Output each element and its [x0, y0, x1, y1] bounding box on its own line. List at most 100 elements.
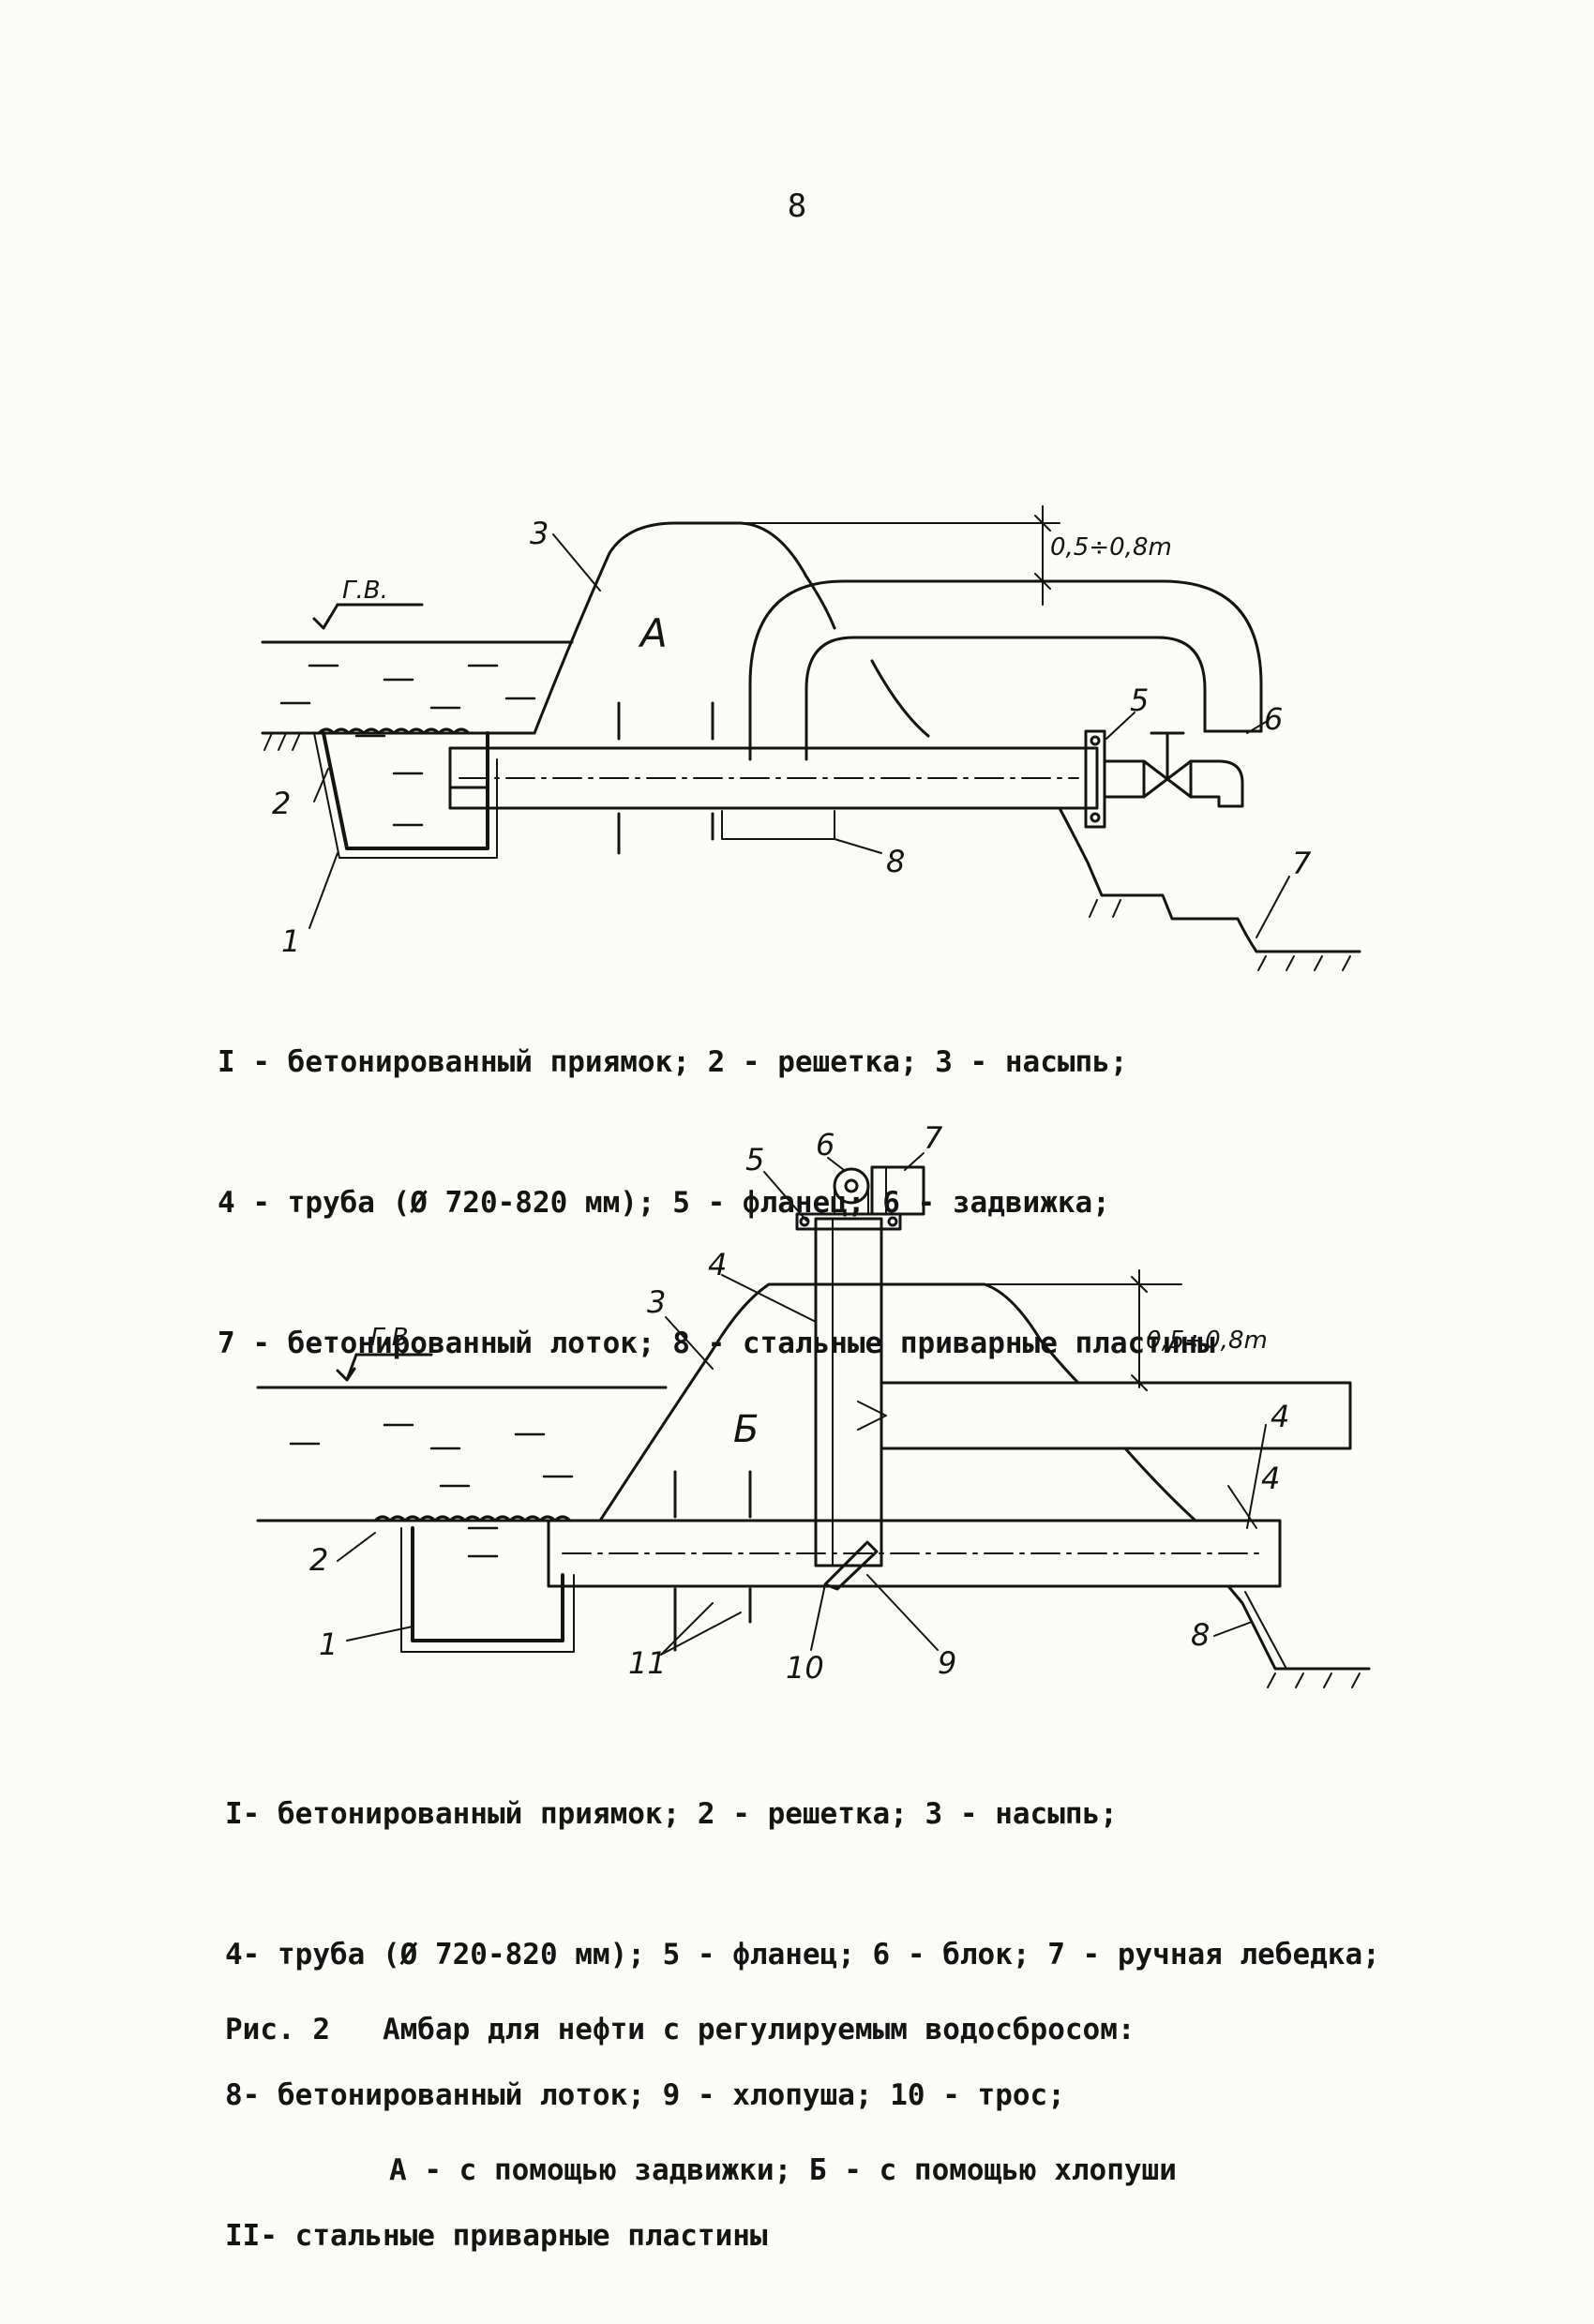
ground-line-right-b [1226, 1584, 1371, 1671]
callout-line-b-4-right [1227, 1485, 1257, 1529]
callout-line-3 [552, 533, 601, 592]
callout-line-1 [308, 852, 338, 929]
section-letter-b: Б [733, 1408, 759, 1451]
vertical-riser-pipe [814, 1217, 883, 1567]
flange-a [1084, 729, 1106, 829]
grate [317, 727, 471, 735]
callout-b-7: 7 [924, 1120, 943, 1156]
embankment-b-slope [1123, 1447, 1197, 1522]
callout-b-8: 8 [1191, 1617, 1210, 1653]
hand-winch [870, 1165, 925, 1216]
figure-a-diagram: А Г.В. 0,5÷0,8m 1 2 3 5 6 7 8 [261, 505, 1361, 971]
water-level-arrow-b [336, 1353, 358, 1382]
callout-a-3: 3 [530, 516, 549, 551]
callout-line-b-9 [866, 1574, 939, 1651]
flap-valve [823, 1540, 879, 1591]
ground-hatch-right-b [1267, 1672, 1361, 1688]
callout-b-2: 2 [309, 1542, 328, 1578]
flange-bolt-top [1090, 735, 1101, 746]
callout-a-8: 8 [886, 844, 905, 879]
callout-line-b-4-top [721, 1274, 817, 1323]
callout-line-8 [834, 838, 882, 854]
callout-b-5: 5 [745, 1142, 764, 1177]
caption-title: Амбар для нефти с регулируемым водосброс… [382, 2013, 1135, 2047]
ground-hatch-left [263, 732, 301, 751]
callout-line-b-4-mid [1246, 1424, 1267, 1529]
water-hatching-b [289, 1423, 574, 1558]
concrete-pit-outer [313, 732, 498, 859]
dimension-ticks-b [1131, 1276, 1148, 1391]
section-letter-a: А [638, 610, 668, 656]
callout-line-b-5 [763, 1171, 807, 1222]
callout-a-1: 1 [281, 923, 300, 959]
caption-subtitle: А - с помощью задвижки; Б - с помощью хл… [389, 2153, 1177, 2187]
callout-line-b-7 [904, 1152, 925, 1171]
stakes-b [673, 1470, 752, 1652]
water-level-arrow [312, 603, 339, 630]
callout-b-6: 6 [816, 1127, 835, 1162]
callout-b-1: 1 [319, 1627, 338, 1662]
embankment-a-slope [870, 659, 930, 738]
callout-a-2: 2 [272, 786, 291, 821]
figure-b-diagram: Б Г.В 0,5÷0,8m 1 2 3 4 4 4 5 6 7 8 9 10 … [256, 1120, 1371, 1688]
u-pipe-inner [805, 636, 1207, 761]
ground-line-right [1058, 806, 1361, 953]
callout-a-6: 6 [1264, 701, 1283, 737]
flange-bolt-bottom [1090, 812, 1101, 823]
pulley-block [833, 1167, 870, 1205]
caption-label: Рис. 2 [225, 2013, 330, 2047]
page-number: 8 [787, 187, 807, 225]
u-pipe-outer [748, 579, 1263, 761]
water-level-label-a: Г.В. [342, 577, 388, 605]
grate-b [373, 1515, 572, 1522]
concrete-tray-b [1244, 1591, 1287, 1670]
callout-line-2 [313, 768, 329, 802]
embankment-b [598, 1282, 1080, 1522]
legend-b: I- бетонированный приямок; 2 - решетка; … [225, 1697, 1380, 2306]
water-level-label-b: Г.В [370, 1324, 409, 1352]
upper-pipe-b [880, 1381, 1352, 1450]
pulley-axle [844, 1178, 859, 1193]
dimension-label-a: 0,5÷0,8m [1050, 533, 1172, 562]
dimension-label-b: 0,5÷0,8m [1146, 1327, 1268, 1355]
callout-a-5: 5 [1130, 682, 1149, 718]
concrete-pit-b-outer [400, 1527, 575, 1653]
callout-b-4-riser: 4 [708, 1247, 727, 1282]
water-hatching [279, 664, 536, 827]
ground-hatch-right [1089, 899, 1351, 971]
legend-b-line-2: 4- труба (Ø 720-820 мм); 5 - фланец; 6 -… [225, 1938, 1380, 1972]
callout-line-b-10 [810, 1583, 826, 1651]
callout-b-4-upper: 4 [1271, 1399, 1289, 1434]
callout-line-7 [1256, 876, 1290, 938]
legend-b-line-1: I- бетонированный приямок; 2 - решетка; … [225, 1797, 1118, 1831]
legend-a-line-3: 7 - бетонированный лоток; 8 - стальные п… [218, 1327, 1215, 1360]
concrete-pit-b [411, 1526, 564, 1642]
callout-b-10: 10 [786, 1650, 824, 1686]
callout-line-5 [1105, 712, 1135, 740]
horizontal-pipe-b [547, 1519, 1282, 1588]
callout-a-7: 7 [1292, 846, 1312, 881]
callout-line-b-8 [1213, 1621, 1253, 1637]
legend-b-line-4: II- стальные приварные пластины [225, 2219, 768, 2253]
callout-line-b-2 [337, 1532, 376, 1562]
callout-line-b-1 [346, 1626, 414, 1642]
horizontal-pipe-a [448, 746, 1099, 810]
callout-line-b-11 [660, 1602, 742, 1656]
pulley-supports [834, 1185, 869, 1215]
callout-b-3: 3 [647, 1284, 666, 1320]
embankment-a [533, 521, 836, 735]
callout-line-6 [1246, 721, 1267, 734]
stakes-a [617, 701, 714, 855]
concrete-pit [322, 731, 489, 850]
legend-a-line-1: I - бетонированный приямок; 2 - решетка;… [218, 1045, 1128, 1079]
callout-b-4-lower: 4 [1261, 1461, 1280, 1496]
steel-plates-a [721, 810, 835, 840]
outlet-elbow [1189, 759, 1244, 808]
figure-caption: Рис. 2 Амбар для нефти с регулируемым во… [225, 1912, 1177, 2241]
callout-b-9: 9 [938, 1645, 956, 1681]
flange-b-bolt-right [887, 1216, 898, 1227]
caption-line-1: Рис. 2 Амбар для нефти с регулируемым во… [225, 2006, 1177, 2053]
legend-b-line-3: 8- бетонированный лоток; 9 - хлопуша; 10… [225, 2078, 1065, 2112]
callout-line-b-3 [665, 1316, 714, 1370]
callout-line-b-6 [827, 1157, 845, 1171]
